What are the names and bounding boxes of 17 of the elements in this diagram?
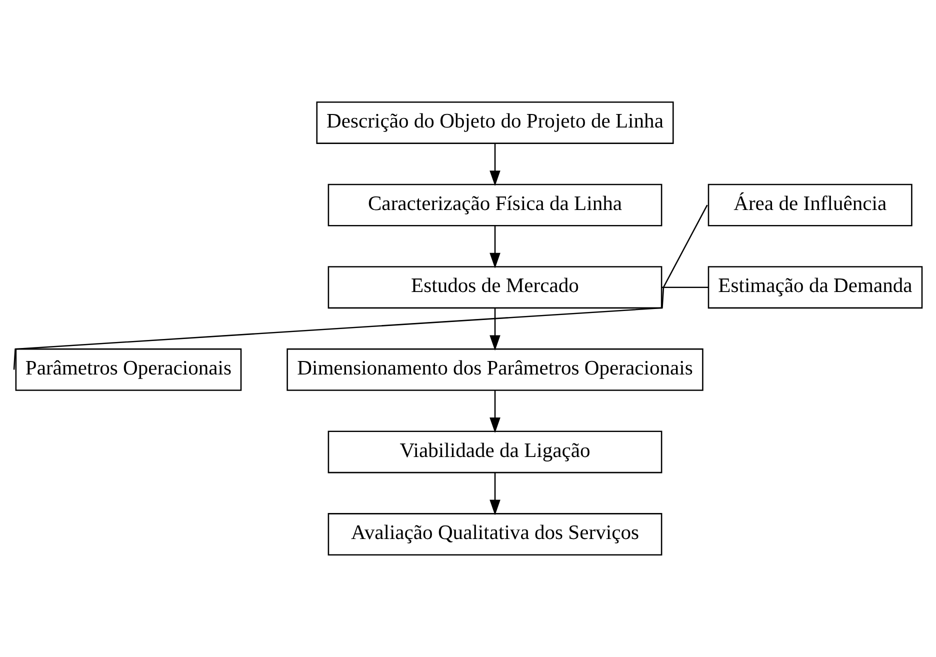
arrow	[490, 143, 500, 186]
node-box: Viabilidade da Ligação	[328, 430, 662, 474]
node-box: Estudos de Mercado	[328, 266, 662, 309]
arrow	[490, 472, 500, 516]
arrow	[490, 308, 500, 351]
node-box: Avaliação Qualitativa dos Serviços	[328, 513, 662, 556]
arrow	[490, 226, 500, 268]
node-box: Estimação da Demanda	[708, 266, 923, 309]
connector	[662, 204, 708, 288]
connector	[13, 287, 664, 370]
node-box: Dimensionamento dos Parâmetros Operacionais	[286, 348, 704, 391]
node-box: Descrição do Objeto do Projeto de Linha	[316, 102, 674, 144]
node-box: Parâmetros Operacionais	[15, 348, 242, 391]
node-box: Caracterização Física da Linha	[328, 184, 662, 226]
arrow	[490, 390, 500, 433]
connector	[662, 286, 708, 288]
node-box: Área de Influência	[708, 184, 912, 226]
